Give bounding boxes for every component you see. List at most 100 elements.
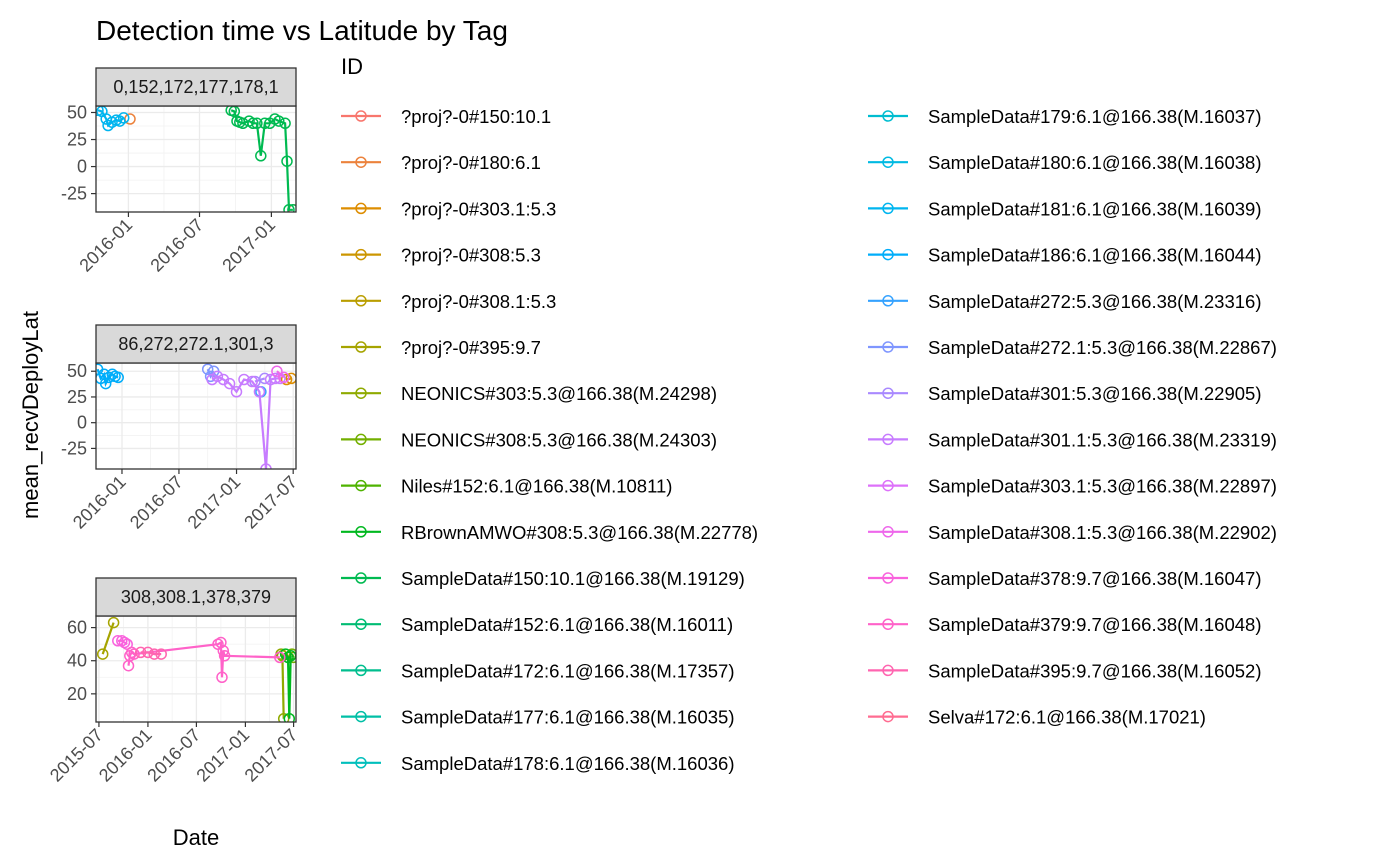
data-point bbox=[281, 155, 293, 167]
y-tick-label: 0 bbox=[77, 413, 87, 433]
data-point bbox=[134, 646, 147, 659]
legend-item: SampleData#395:9.7@166.38(M.16052) bbox=[868, 660, 1262, 681]
data-point bbox=[279, 117, 291, 130]
data-point bbox=[215, 636, 227, 649]
legend-key-point bbox=[355, 757, 367, 769]
data-point bbox=[246, 375, 258, 388]
data-point bbox=[125, 646, 138, 659]
facet-strip bbox=[95, 67, 297, 107]
data-point bbox=[251, 117, 263, 130]
legend-key-point bbox=[882, 248, 894, 261]
legend-item: SampleData#186:6.1@166.38(M.16044) bbox=[868, 245, 1262, 266]
facet-strip-label: 308,308.1,378,379 bbox=[121, 587, 271, 607]
legend-key-point bbox=[882, 526, 894, 538]
y-axis-title: mean_recvDeployLat bbox=[18, 311, 43, 519]
data-point bbox=[278, 371, 290, 384]
x-tick-label: 2016-01 bbox=[69, 472, 130, 533]
legend-label: SampleData#177:6.1@166.38(M.16035) bbox=[401, 707, 735, 728]
series-line bbox=[127, 640, 280, 678]
legend-label: ?proj?-0#308:5.3 bbox=[401, 245, 541, 266]
legend-label: NEONICS#303:5.3@166.38(M.24298) bbox=[401, 383, 717, 404]
legend: ?proj?-0#150:10.1 ?proj?-0#180:6.1 ?proj?-… bbox=[341, 106, 1277, 774]
legend-label: ?proj?-0#180:6.1 bbox=[401, 152, 541, 173]
data-point bbox=[230, 386, 243, 398]
data-point bbox=[217, 645, 230, 657]
legend-label: SampleData#172:6.1@166.38(M.17357) bbox=[401, 660, 735, 681]
x-tick-label: 2016-01 bbox=[75, 215, 136, 276]
data-point bbox=[107, 616, 120, 629]
legend-key-point bbox=[882, 710, 894, 723]
data-point bbox=[112, 371, 124, 384]
x-tick-label: 2017-07 bbox=[241, 725, 302, 786]
data-point bbox=[238, 373, 250, 386]
data-point bbox=[279, 648, 292, 660]
legend-key-point bbox=[355, 248, 367, 261]
legend-key-point bbox=[882, 572, 894, 584]
legend-label: ?proj?-0#308.1:5.3 bbox=[401, 291, 556, 312]
legend-key-point bbox=[355, 156, 367, 168]
legend-label: SampleData#180:6.1@166.38(M.16038) bbox=[928, 152, 1262, 173]
legend-key-point bbox=[355, 202, 367, 215]
legend-label: SampleData#379:9.7@166.38(M.16048) bbox=[928, 614, 1262, 635]
y-tick-label: 0 bbox=[77, 157, 87, 177]
legend-key-point bbox=[355, 572, 367, 584]
legend-item: SampleData#177:6.1@166.38(M.16035) bbox=[341, 707, 735, 728]
y-tick-label: -25 bbox=[61, 184, 87, 204]
data-point bbox=[260, 463, 272, 469]
legend-label: SampleData#308.1:5.3@166.38(M.22902) bbox=[928, 522, 1277, 543]
y-tick-label: 25 bbox=[67, 130, 87, 150]
legend-label: SampleData#179:6.1@166.38(M.16037) bbox=[928, 106, 1262, 127]
y-tick-label: 25 bbox=[67, 387, 87, 407]
panel-data bbox=[96, 363, 296, 469]
facet-strip bbox=[95, 577, 297, 617]
legend-item: RBrownAMWO#308:5.3@166.38(M.22778) bbox=[341, 522, 758, 543]
legend-key-point bbox=[355, 664, 367, 677]
data-point bbox=[253, 386, 266, 398]
legend-label: SampleData#272.1:5.3@166.38(M.22867) bbox=[928, 337, 1277, 358]
y-tick-label: 20 bbox=[67, 684, 87, 704]
legend-item: SampleData#180:6.1@166.38(M.16038) bbox=[868, 152, 1262, 173]
legend-title: ID bbox=[341, 54, 363, 79]
legend-label: SampleData#181:6.1@166.38(M.16039) bbox=[928, 198, 1262, 219]
x-tick-label: 2017-01 bbox=[218, 215, 279, 276]
legend-item: SampleData#379:9.7@166.38(M.16048) bbox=[868, 614, 1262, 635]
facet-strip-label: 86,272,272.1,301,3 bbox=[118, 334, 273, 354]
y-tick-label: 60 bbox=[67, 618, 87, 638]
x-tick-label: 2016-07 bbox=[143, 725, 204, 786]
legend-item: SampleData#179:6.1@166.38(M.16037) bbox=[868, 106, 1262, 127]
data-point bbox=[128, 648, 140, 660]
legend-item: SampleData#301.1:5.3@166.38(M.23319) bbox=[868, 429, 1277, 450]
facet-strip bbox=[95, 324, 297, 364]
legend-label: SampleData#395:9.7@166.38(M.16052) bbox=[928, 660, 1262, 681]
legend-label: SampleData#301.1:5.3@166.38(M.23319) bbox=[928, 429, 1277, 450]
data-point bbox=[117, 112, 130, 124]
legend-item: SampleData#272:5.3@166.38(M.23316) bbox=[868, 291, 1262, 312]
legend-key-point bbox=[882, 110, 894, 122]
legend-label: Niles#152:6.1@166.38(M.10811) bbox=[401, 476, 672, 497]
legend-label: SampleData#378:9.7@166.38(M.16047) bbox=[928, 568, 1262, 589]
data-point bbox=[216, 671, 228, 684]
x-axis-title: Date bbox=[173, 825, 219, 850]
data-point bbox=[201, 363, 214, 375]
data-point bbox=[247, 117, 259, 130]
data-point bbox=[259, 117, 271, 130]
legend-label: SampleData#303.1:5.3@166.38(M.22897) bbox=[928, 476, 1277, 497]
legend-label: SampleData#150:10.1@166.38(M.19129) bbox=[401, 568, 745, 589]
data-point bbox=[273, 115, 285, 127]
legend-label: SampleData#178:6.1@166.38(M.16036) bbox=[401, 753, 735, 774]
data-point bbox=[269, 372, 282, 385]
legend-item: ?proj?-0#308:5.3 bbox=[341, 245, 541, 266]
legend-label: ?proj?-0#150:10.1 bbox=[401, 106, 551, 127]
legend-item: SampleData#172:6.1@166.38(M.17357) bbox=[341, 660, 735, 681]
legend-key-point bbox=[882, 156, 894, 168]
x-tick-label: 2016-07 bbox=[146, 215, 207, 276]
legend-item: ?proj?-0#308.1:5.3 bbox=[341, 291, 556, 312]
x-tick-label: 2017-07 bbox=[240, 472, 301, 533]
legend-key-point bbox=[355, 479, 367, 492]
legend-label: SampleData#301:5.3@166.38(M.22905) bbox=[928, 383, 1262, 404]
legend-key-point bbox=[882, 664, 894, 677]
panel-3: 308,308.1,378,3792040602015-072016-01201… bbox=[46, 577, 302, 786]
data-point bbox=[283, 204, 295, 212]
